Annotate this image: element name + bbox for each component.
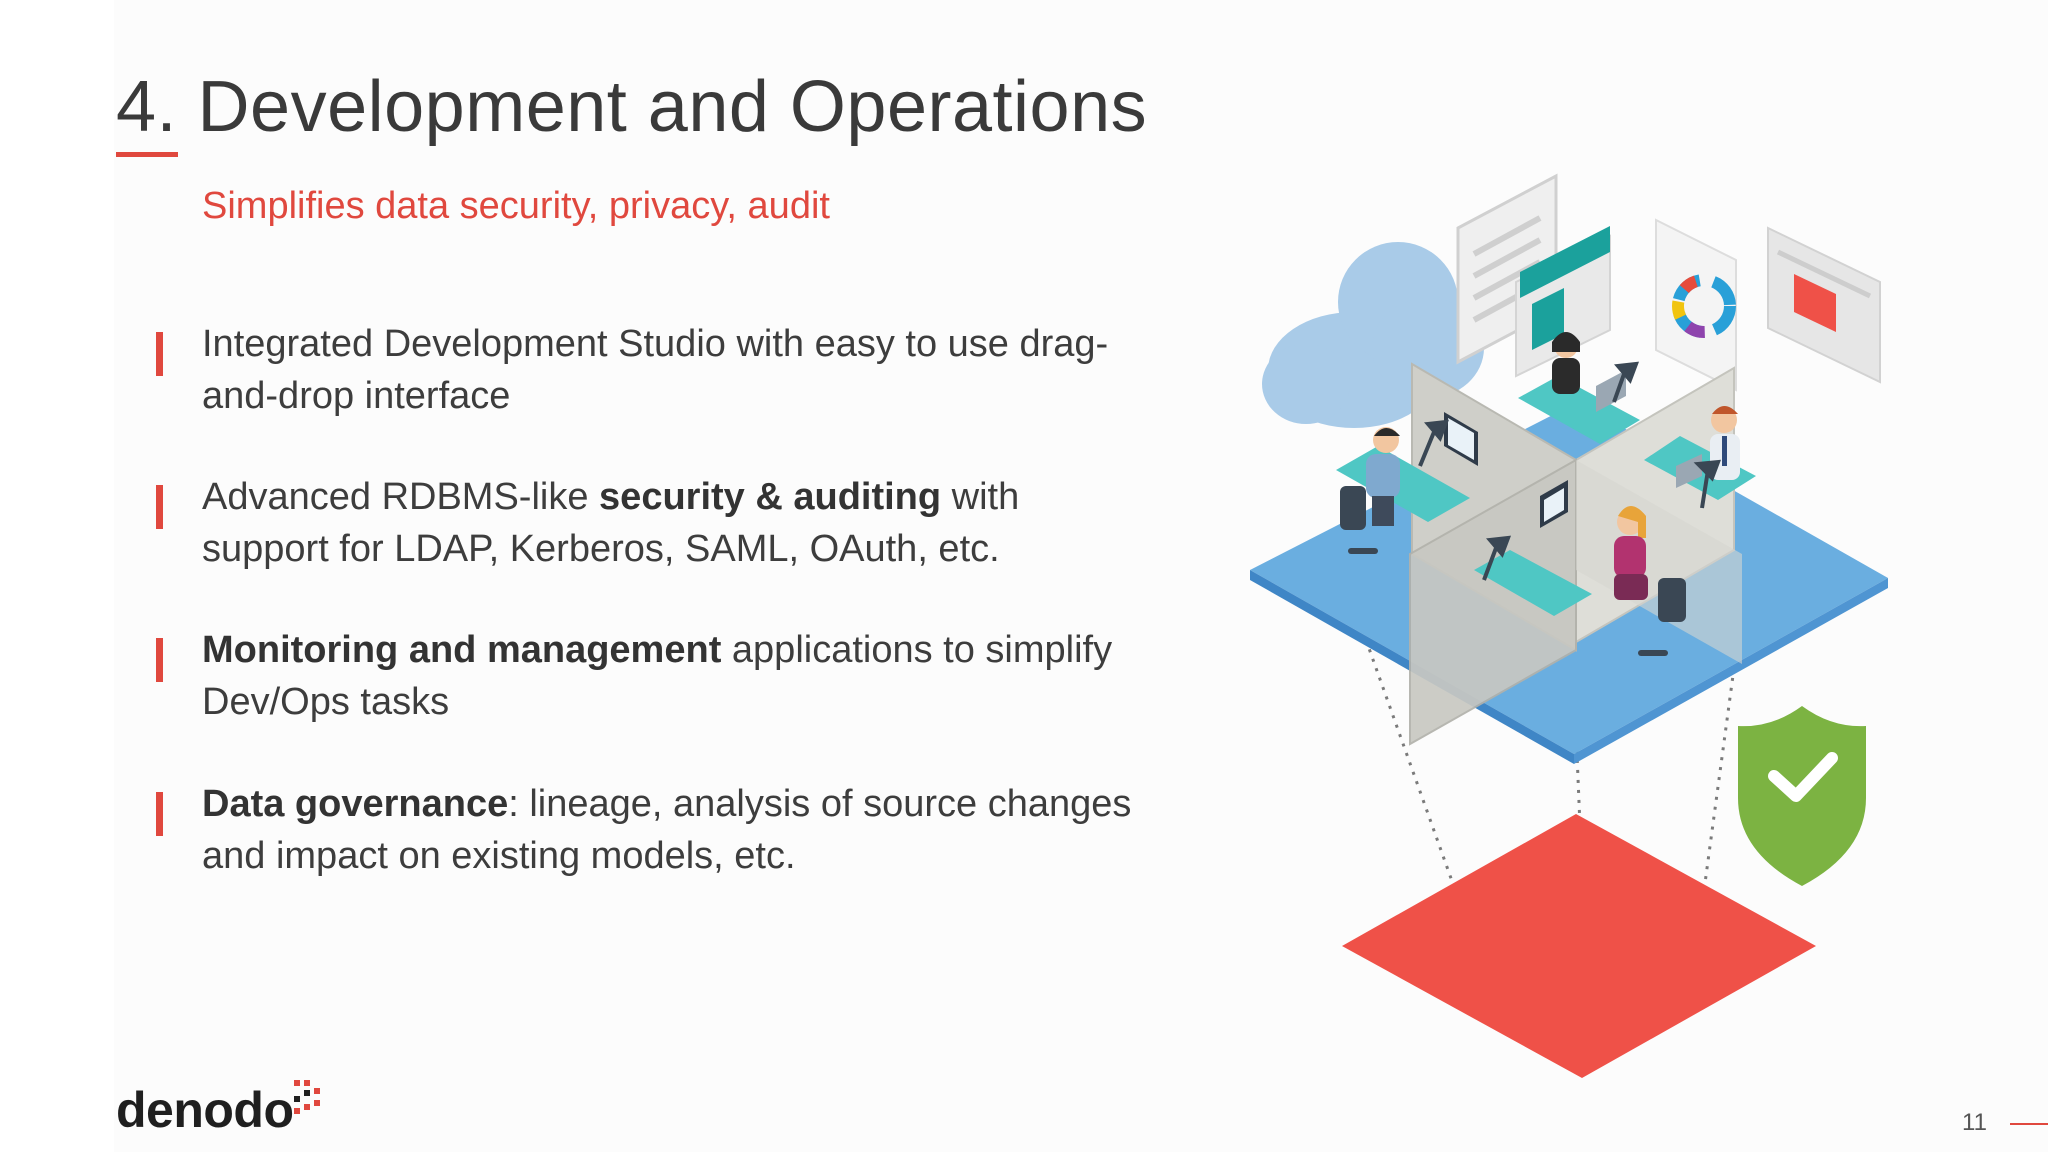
report-panel bbox=[1767, 226, 1881, 384]
office-workers bbox=[1366, 332, 1740, 600]
bullet-marker bbox=[156, 638, 163, 682]
computer-monitors bbox=[1444, 370, 1702, 528]
bullet-text-span: and impact on existing models, etc. bbox=[202, 835, 796, 877]
bullet-text-span: : lineage, analysis of source changes bbox=[508, 783, 1132, 825]
bullet-text-span: applications to simplify bbox=[721, 629, 1113, 671]
bullet-text-span: Advanced RDBMS-like bbox=[202, 476, 600, 518]
donut-chart-panel bbox=[1655, 218, 1737, 392]
page-number: 11 bbox=[1962, 1109, 1987, 1136]
title-underline bbox=[116, 152, 178, 157]
bullet-text-span: with bbox=[941, 476, 1020, 518]
bullet-text: Data governance: lineage, analysis of so… bbox=[202, 778, 1162, 882]
bullet-marker bbox=[156, 485, 163, 529]
slide-subtitle: Simplifies data security, privacy, audit bbox=[202, 185, 830, 227]
page-number-accent-line bbox=[2010, 1123, 2048, 1125]
desks bbox=[1336, 376, 1756, 616]
isometric-office-illustration bbox=[1250, 173, 1888, 1078]
office-chairs bbox=[1340, 486, 1686, 656]
donut-chart-icon bbox=[1672, 274, 1736, 338]
data-source-base bbox=[1342, 814, 1816, 1078]
bullet-text-bold: security & auditing bbox=[599, 476, 942, 518]
denodo-logo: denodo bbox=[116, 1082, 294, 1138]
bullet-text: Integrated Development Studio with easy … bbox=[202, 318, 1162, 422]
page-title: 4. Development and Operations bbox=[116, 67, 1148, 147]
bullet-marker bbox=[156, 792, 163, 836]
bullet-text-span: support for LDAP, Kerberos, SAML, OAuth,… bbox=[202, 528, 1000, 570]
slide-margin bbox=[0, 0, 114, 1152]
bullet-text: Advanced RDBMS-like security & auditing … bbox=[202, 471, 1162, 575]
denodo-dots-logo-mark bbox=[294, 1080, 320, 1114]
bullet-text-span: Dev/Ops tasks bbox=[202, 681, 450, 723]
bullet-text: Monitoring and management applications t… bbox=[202, 624, 1162, 728]
bullet-marker bbox=[156, 332, 163, 376]
desk-lamps bbox=[1418, 361, 1722, 581]
cloud-icon bbox=[1262, 242, 1484, 428]
shield-check-icon bbox=[1738, 706, 1866, 886]
bullet-text-span: Integrated Development Studio with easy … bbox=[202, 323, 1109, 365]
dashboard-panel bbox=[1515, 226, 1611, 378]
bullet-text-bold: Data governance bbox=[202, 783, 509, 825]
bullet-text-bold: Monitoring and management bbox=[202, 629, 722, 671]
bullet-text-span: and-drop interface bbox=[202, 375, 511, 417]
